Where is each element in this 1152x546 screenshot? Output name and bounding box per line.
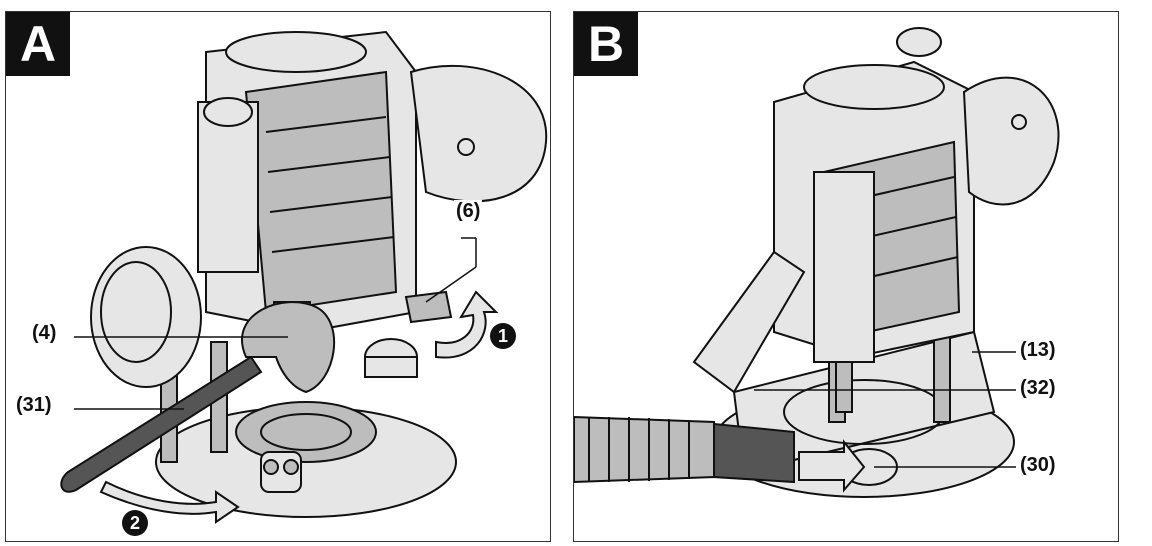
panel-a: A (6) (4) (31) 1 2	[5, 11, 551, 542]
router-illustration-a	[60, 30, 548, 524]
callout-30: (30)	[1018, 454, 1058, 477]
callout-13: (13)	[1018, 339, 1058, 362]
step-2-marker: 2	[122, 510, 148, 536]
step-1-marker: 1	[490, 323, 516, 349]
callout-32: (32)	[1018, 377, 1058, 400]
callout-6: (6)	[454, 200, 483, 223]
panel-b: B (13) (32) (30)	[573, 11, 1119, 542]
callout-31: (31)	[14, 394, 54, 417]
panel-letter-b: B	[574, 12, 638, 76]
panel-letter-a: A	[6, 12, 70, 76]
callout-4: (4)	[30, 322, 59, 345]
router-illustration-b	[574, 27, 1060, 498]
